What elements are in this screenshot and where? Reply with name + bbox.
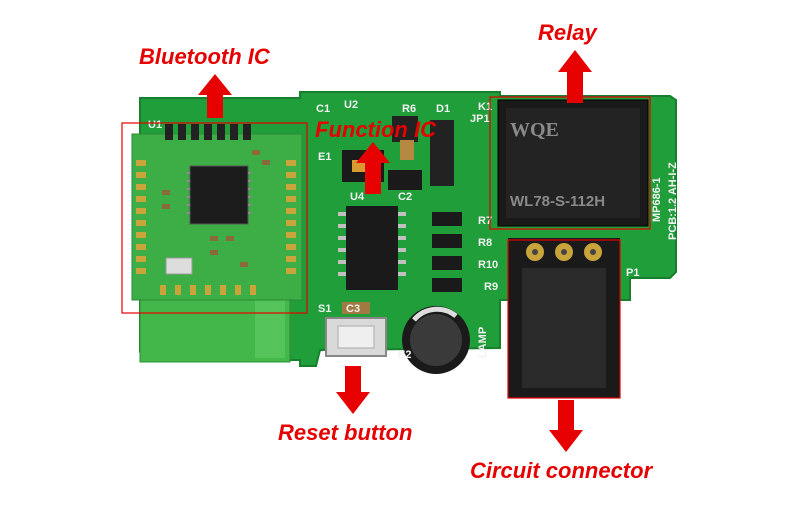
label-u1: U1: [148, 119, 162, 131]
label-r10: R10: [478, 259, 498, 271]
label-r8: R8: [478, 237, 492, 249]
label-r7: R7: [478, 215, 492, 227]
label-k1: K1: [478, 101, 492, 113]
label-c2: C2: [398, 191, 412, 203]
callout-arrows: [198, 50, 592, 452]
label-jp1: JP1: [470, 113, 490, 125]
label-model: MP686-1: [651, 177, 663, 222]
label-e1: E1: [318, 151, 331, 163]
label-d1: D1: [436, 103, 450, 115]
relay-part-number: WL78-S-112H: [510, 193, 605, 210]
label-u2: U2: [344, 99, 358, 111]
label-s1: S1: [318, 303, 331, 315]
crystal-oscillator: [165, 257, 193, 275]
label-e2: E2: [398, 349, 411, 361]
label-u4: U4: [350, 191, 365, 203]
circuit-connector-component: [508, 238, 620, 398]
connector-arrow: [549, 400, 583, 452]
label-c1: C1: [316, 103, 330, 115]
highlight-boxes: [121, 96, 651, 399]
connector-highlight-box: [507, 239, 621, 399]
silkscreen-labels: U1 C1 U2 R6 D1 K1 JP1 E1 U4 C2 R7 R8 R10…: [148, 99, 679, 361]
callout-bluetooth-ic: Bluetooth IC: [139, 44, 270, 69]
reset-arrow: [336, 366, 370, 414]
bluetooth-module: [131, 124, 303, 301]
relay-component: [497, 99, 649, 227]
label-p1: P1: [626, 267, 639, 279]
bluetooth-arrow: [198, 74, 232, 118]
label-r6: R6: [402, 103, 416, 115]
label-r9: R9: [484, 281, 498, 293]
relay-brand: WQE: [510, 119, 559, 141]
u4-dip-ic: [346, 206, 398, 290]
label-c3: C3: [346, 303, 360, 315]
callout-circuit-connector: Circuit connector: [470, 458, 653, 483]
callout-reset-button: Reset button: [278, 420, 413, 445]
bluetooth-chip: [189, 165, 249, 225]
electrolytic-capacitor: [402, 306, 470, 374]
bluetooth-highlight-box: [121, 122, 308, 314]
function-ic-arrow: [356, 142, 390, 194]
relay-markings: WQE WL78-S-112H: [510, 119, 605, 210]
label-revision: PCB:1.2 AH-I-Z: [667, 162, 679, 240]
relay-arrow: [558, 50, 592, 103]
label-lamp: LAMP: [477, 327, 489, 358]
callout-relay: Relay: [538, 20, 597, 45]
reset-button-component: [325, 317, 387, 357]
callout-function-ic: Function IC: [315, 117, 436, 142]
